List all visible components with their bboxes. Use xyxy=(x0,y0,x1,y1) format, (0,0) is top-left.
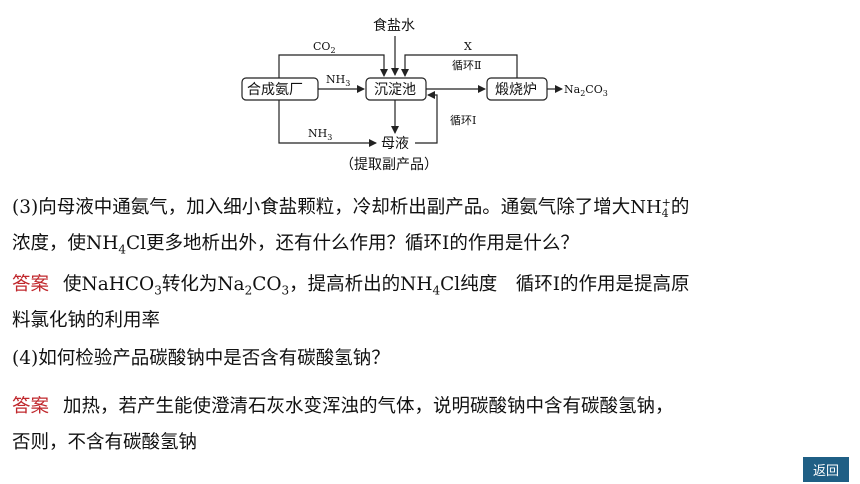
nh3-upper-label: NH3 xyxy=(326,73,350,88)
precipitation-tank-label: 沉淀池 xyxy=(374,82,416,98)
answer-label: 答案 xyxy=(12,274,50,295)
byproduct-note: （提取副产品） xyxy=(340,157,438,173)
x-label: X xyxy=(464,40,472,53)
ammonia-plant-label: 合成氨厂 xyxy=(247,82,303,98)
answer-4-line-1: 答案加热，若产生能使澄清石灰水变浑浊的气体，说明碳酸钠中含有碳酸氢钠， xyxy=(12,396,674,417)
question-4: (4)如何检验产品碳酸钠中是否含有碳酸氢钠？ xyxy=(12,348,390,369)
na2co3-product-label: Na2CO3 xyxy=(564,83,608,98)
answer-4-line-2: 否则，不含有碳酸氢钠 xyxy=(12,432,198,453)
process-flow-diagram: 食盐水 合成氨厂 沉淀池 煅烧炉 CO2 NH3 X 循环Ⅱ Na2CO3 NH… xyxy=(241,17,608,173)
cycle-1-label: 循环Ⅰ xyxy=(450,114,476,127)
cycle-2-arrow xyxy=(401,54,518,78)
nh3-lower-label: NH3 xyxy=(308,127,332,142)
calciner-label: 煅烧炉 xyxy=(495,82,537,98)
cycle-2-label: 循环Ⅱ xyxy=(452,59,481,72)
question-3-line-2: 浓度，使NH4Cl更多地析出外，还有什么作用？循环Ⅰ的作用是什么？ xyxy=(12,233,579,257)
answer-3-line-1: 答案使NaHCO3转化为Na2CO3，提高析出的NH4Cl纯度 循环Ⅰ的作用是提… xyxy=(12,274,690,298)
mother-liquor-label: 母液 xyxy=(381,136,409,152)
nh3-to-mother-liquor-arrow xyxy=(278,100,377,147)
answer-3-line-2: 料氯化钠的利用率 xyxy=(12,310,161,331)
back-button[interactable]: 返回 xyxy=(803,457,849,482)
brine-label: 食盐水 xyxy=(373,17,415,34)
answer-label: 答案 xyxy=(12,396,50,417)
co2-label: CO2 xyxy=(313,40,336,55)
ammonium-ion: NH+4 xyxy=(630,196,671,220)
co2-arrow xyxy=(278,54,388,78)
cycle-1-arrow xyxy=(415,91,438,144)
